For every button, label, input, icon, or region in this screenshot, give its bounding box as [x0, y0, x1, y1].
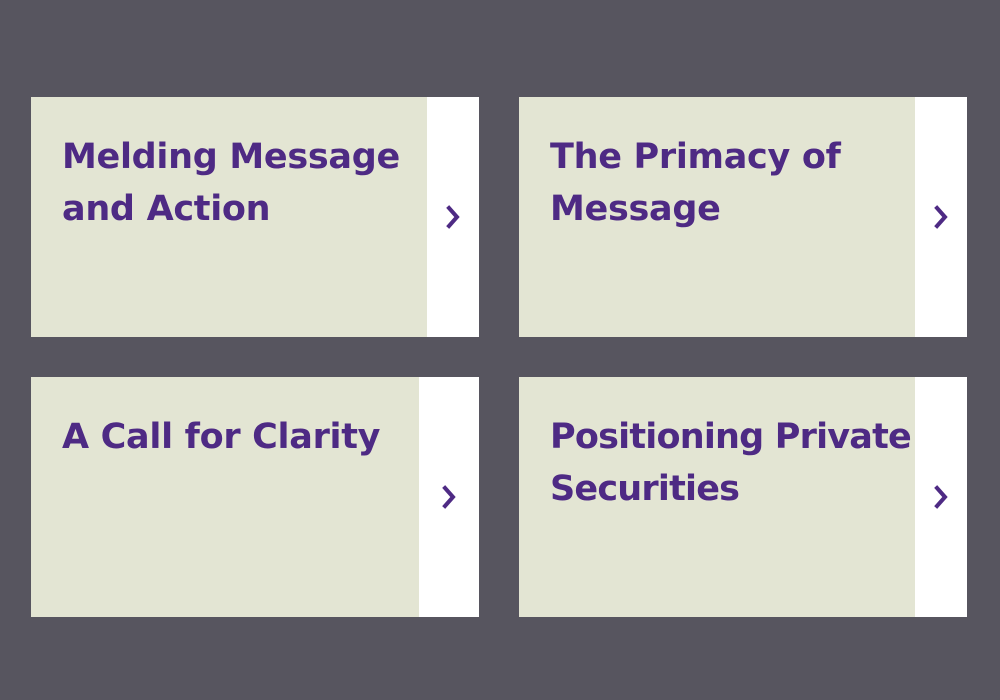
card-title-line-2: Message [550, 189, 721, 229]
card-body: Positioning Private Securities [519, 377, 915, 617]
card-title-line-1: Positioning Private [550, 417, 912, 457]
chevron-right-icon [442, 485, 456, 509]
card-body: A Call for Clarity [31, 377, 419, 617]
chevron-right-icon [934, 205, 948, 229]
card-title: A Call for Clarity [62, 411, 419, 463]
card-arrow-button[interactable] [419, 377, 479, 617]
card-the-primacy-of-message[interactable]: The Primacy of Message [519, 97, 967, 337]
card-title: Positioning Private Securities [550, 411, 915, 515]
card-title: The Primacy of Message [550, 131, 915, 235]
card-arrow-button[interactable] [915, 377, 967, 617]
card-title-line-1: Melding Message [62, 137, 400, 177]
card-title-line-1: A Call for Clarity [62, 417, 381, 457]
chevron-right-icon [934, 485, 948, 509]
card-positioning-private-securities[interactable]: Positioning Private Securities [519, 377, 967, 617]
card-body: The Primacy of Message [519, 97, 915, 337]
card-a-call-for-clarity[interactable]: A Call for Clarity [31, 377, 479, 617]
card-title-line-1: The Primacy of [550, 137, 841, 177]
card-arrow-button[interactable] [915, 97, 967, 337]
card-melding-message-and-action[interactable]: Melding Message and Action [31, 97, 479, 337]
card-title: Melding Message and Action [62, 131, 427, 235]
chevron-right-icon [446, 205, 460, 229]
card-body: Melding Message and Action [31, 97, 427, 337]
card-title-line-2: Securities [550, 469, 740, 509]
card-title-line-2: and Action [62, 189, 271, 229]
card-arrow-button[interactable] [427, 97, 479, 337]
